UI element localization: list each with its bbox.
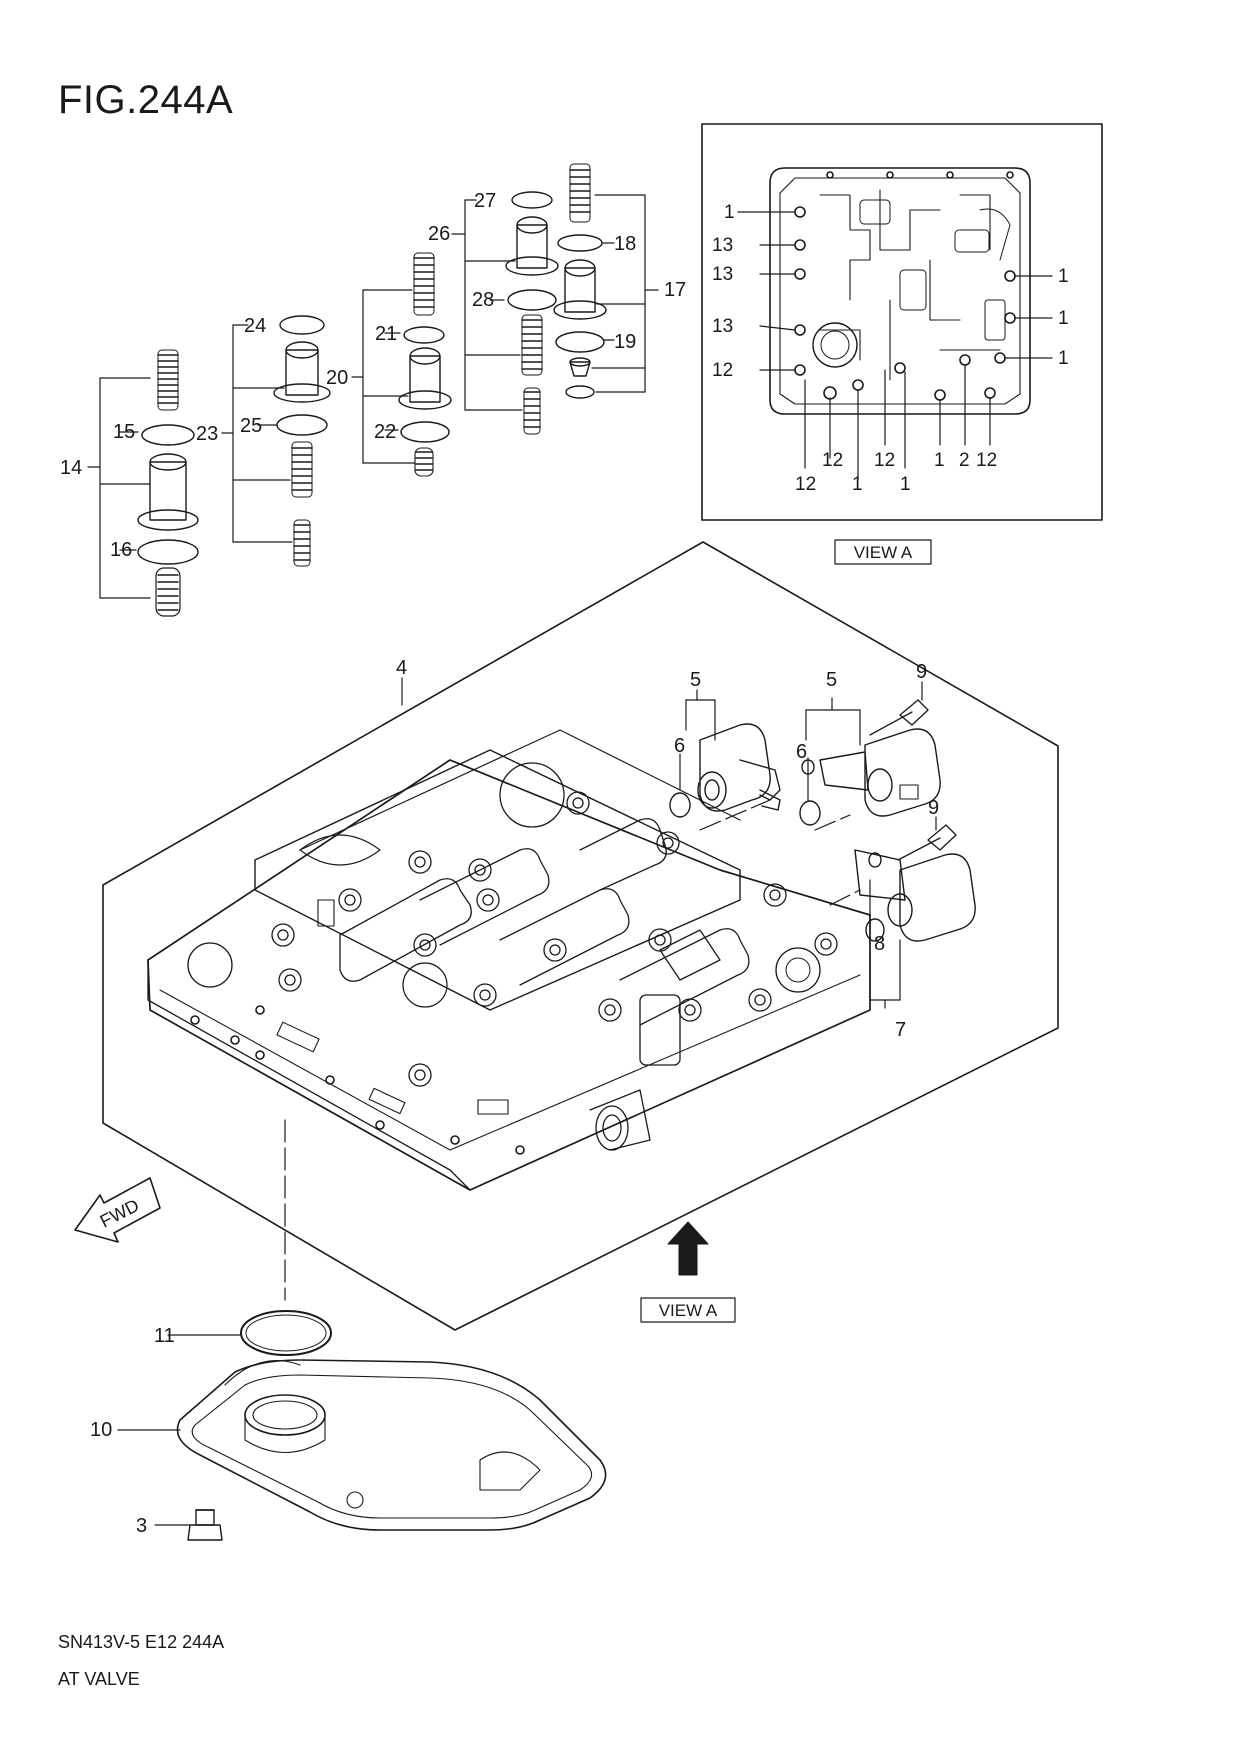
bracket-14 (87, 377, 151, 599)
callout-21: 21 (375, 323, 397, 345)
stack-23 (273, 315, 331, 567)
callout-26: 26 (428, 223, 450, 245)
callout-11: 11 (154, 1325, 175, 1347)
inset-callout-b1: 12 (822, 450, 843, 471)
callout-7: 7 (895, 1019, 906, 1041)
inset-callout-b6: 1 (934, 450, 945, 471)
bracket-23 (221, 324, 293, 543)
view-a-arrow (667, 1221, 709, 1276)
inset-callout-b3: 12 (874, 450, 895, 471)
bolts-solenoid (869, 699, 957, 861)
oil-strainer (176, 1359, 607, 1531)
callout-28: 28 (472, 289, 494, 311)
stack-26 (505, 191, 559, 435)
callout-24: 24 (244, 315, 266, 337)
inset-leaders (737, 211, 1053, 481)
figure-title: FIG.244A (58, 78, 234, 122)
inset-callout-r3: 1 (1058, 348, 1069, 369)
inset-callout-r2: 1 (1058, 308, 1069, 329)
main-view-label: VIEW A (659, 1301, 718, 1320)
callout-6a: 6 (674, 735, 685, 757)
callout-25: 25 (240, 415, 262, 437)
bracket-26 (451, 199, 523, 411)
callout-9a: 9 (916, 661, 927, 683)
bracket-20 (351, 289, 415, 464)
callout-3: 3 (136, 1515, 147, 1537)
callout-8: 8 (874, 933, 885, 955)
callout-5a: 5 (690, 669, 701, 691)
callout-18: 18 (614, 233, 636, 255)
inset-view-label: VIEW A (854, 543, 913, 562)
stack-17 (553, 163, 607, 399)
solenoid-brackets (679, 681, 937, 1009)
inset-callout-b4: 1 (852, 474, 863, 495)
inset-callout-l5: 12 (712, 360, 733, 381)
callout-27: 27 (474, 190, 496, 212)
inset-callout-b2: 12 (795, 474, 816, 495)
callout-20: 20 (326, 367, 348, 389)
inset-callout-l3: 13 (712, 264, 733, 285)
callout-22: 22 (374, 421, 396, 443)
filter-o-ring (240, 1310, 332, 1356)
inset-callout-b7: 2 (959, 450, 970, 471)
callout-14: 14 (60, 457, 82, 479)
inset-callout-l2: 13 (712, 235, 733, 256)
strainer-bolt (187, 1509, 223, 1541)
inset-callout-l1: 1 (724, 202, 735, 223)
inset-view-frame (701, 123, 1103, 521)
footer-code: SN413V-5 E12 244A (58, 1632, 225, 1652)
footer-name: AT VALVE (58, 1669, 140, 1689)
fwd-arrow (74, 1177, 161, 1243)
solenoid-right (854, 849, 976, 942)
callout-19: 19 (614, 331, 636, 353)
bracket-17 (591, 194, 659, 393)
inset-callout-b8: 12 (976, 450, 997, 471)
dashed-leaders (284, 799, 861, 1301)
solenoid-left (669, 723, 781, 818)
main-assembly-outline (102, 541, 1059, 1331)
inset-callout-r1: 1 (1058, 266, 1069, 287)
valve-body-bottom-view (769, 167, 1031, 415)
callout-10: 10 (90, 1419, 112, 1441)
callout-6b: 6 (796, 741, 807, 763)
main-view-label-box (640, 1297, 736, 1323)
callout-17: 17 (664, 279, 686, 301)
inset-callout-b5: 1 (900, 474, 911, 495)
valve-body-assembly (147, 729, 871, 1191)
callout-5b: 5 (826, 669, 837, 691)
solenoid-middle (799, 728, 941, 826)
stack-20 (398, 252, 452, 477)
inset-view-label-box (834, 539, 932, 565)
stack-14 (137, 349, 199, 617)
main-leaders (117, 677, 403, 1526)
inset-callout-l4: 13 (712, 316, 733, 337)
callout-16: 16 (110, 539, 132, 561)
callout-15: 15 (113, 421, 135, 443)
callout-23: 23 (196, 423, 218, 445)
callout-9b: 9 (928, 797, 939, 819)
callout-4: 4 (396, 657, 407, 679)
